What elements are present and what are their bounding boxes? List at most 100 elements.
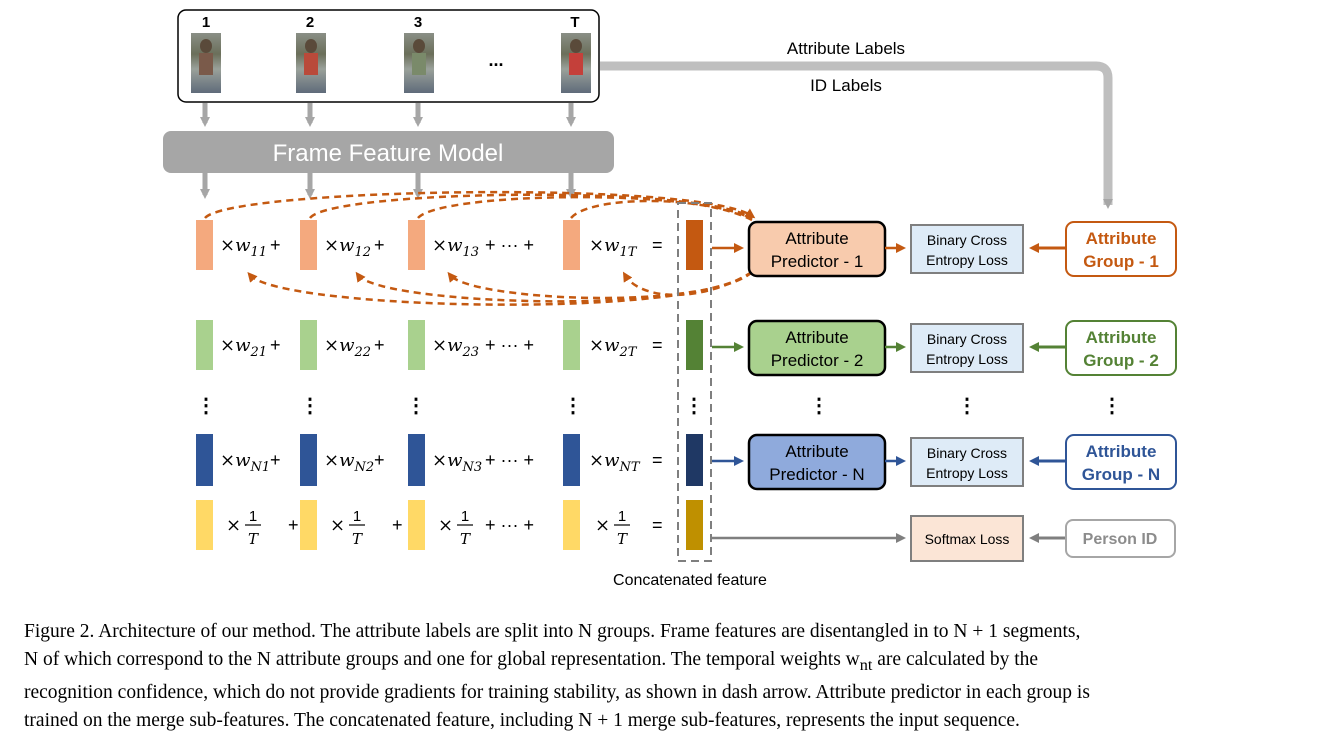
feature-segment-2-4 [563, 320, 580, 370]
op-equals: = [652, 450, 663, 470]
frame-label-1: 1 [202, 14, 210, 31]
weight-subscript: 2T [619, 345, 638, 360]
mean-numerator-4: 1 [618, 508, 626, 525]
attribute-predictor-line1-2: Attribute [785, 328, 848, 347]
caption-line-3: recognition confidence, which do not pro… [24, 681, 1090, 703]
frame-label-T: T [570, 14, 579, 31]
vdots-loss: ⋮ [957, 395, 977, 417]
weight-subscript: 11 [251, 245, 268, 260]
feature-row-4: ×1T×1T×1T×1T+++ ··· += [196, 500, 703, 550]
vdots-group: ⋮ [1102, 395, 1122, 417]
bce-loss-box-3 [910, 437, 1024, 487]
feature-segment-3-4 [563, 434, 580, 486]
frame-feature-model-box [163, 131, 614, 173]
softmax-loss-box [910, 515, 1024, 562]
feature-segment-2-2 [300, 320, 317, 370]
mean-denominator-1: T [248, 530, 259, 548]
frame-label-3: 3 [414, 14, 422, 31]
feature-segment-4-1 [196, 500, 213, 550]
weight-symbol: ×w [589, 235, 620, 256]
row-vdots: ⋮ ⋮ ⋮ ⋮ ⋮ ⋮ ⋮ ⋮ [196, 395, 1122, 417]
weight-subscript: NT [619, 460, 641, 475]
mean-times-3: × [438, 515, 453, 536]
concat-segment-3 [686, 434, 703, 486]
person-id-box [1065, 519, 1176, 558]
caption-line-2: N of which correspond to the N attribute… [24, 646, 1304, 679]
weight-term-3-3: ×wN3 [432, 450, 482, 475]
architecture-diagram: 1 2 3 ... T Attribute Labels ID Labels F… [163, 9, 1177, 589]
feature-segment-1-2 [300, 220, 317, 270]
weight-symbol: ×w [324, 450, 355, 471]
vdots-col-1: ⋮ [196, 395, 216, 417]
op-plus-1: + [270, 235, 281, 255]
weight-symbol: ×w [220, 235, 251, 256]
vdots-concat: ⋮ [684, 395, 704, 417]
mean-numerator-2: 1 [353, 508, 361, 525]
concatenated-feature-box [677, 202, 712, 562]
weight-term-3-2: ×wN2 [324, 450, 374, 475]
feature-segment-2-3 [408, 320, 425, 370]
weight-subscript: 13 [463, 245, 480, 260]
attribute-labels-text: Attribute Labels [787, 39, 905, 58]
feature-rows: ×w11×w12×w13×w1T+++ ··· +=×w21×w22×w23×w… [196, 220, 703, 550]
op-plus-2: + [392, 515, 403, 535]
op-plus-1: + [270, 450, 281, 470]
frame-2: 2 [296, 14, 326, 93]
labels-arrow [600, 61, 1113, 209]
attribute-group-box-3 [1065, 434, 1177, 490]
feature-segment-3-1 [196, 434, 213, 486]
weight-term-1-2: ×w12 [324, 235, 371, 260]
op-dots-plus: + ··· + [485, 515, 534, 535]
feature-segment-1-1 [196, 220, 213, 270]
op-equals: = [652, 235, 663, 255]
op-plus-1: + [288, 515, 299, 535]
person-backpack-3 [412, 53, 426, 75]
frame-to-model-arrows [200, 103, 576, 127]
mean-numerator-3: 1 [461, 508, 469, 525]
frame-label-2: 2 [306, 14, 314, 31]
op-dots-plus: + ··· + [485, 335, 534, 355]
bce-loss-line1-2: Binary Cross [927, 331, 1007, 347]
id-labels-text: ID Labels [810, 76, 882, 95]
person-id-label: Person ID [1083, 531, 1158, 548]
weight-subscript: N2 [354, 460, 375, 475]
caption-line-1: Figure 2. Architecture of our method. Th… [24, 621, 1081, 642]
concatenated-feature-label: Concatenated feature [613, 572, 767, 589]
concat-segment-4 [686, 500, 703, 550]
vdots-col-2: ⋮ [300, 395, 320, 417]
feature-segment-4-2 [300, 500, 317, 550]
weight-symbol: ×w [589, 335, 620, 356]
op-dots-plus: + ··· + [485, 235, 534, 255]
op-equals: = [652, 335, 663, 355]
frame-3: 3 [404, 14, 434, 93]
weight-term-2-3: ×w23 [432, 335, 479, 360]
op-plus-2: + [374, 335, 385, 355]
weight-subscript: 22 [354, 345, 372, 360]
person-figure-3 [413, 39, 425, 53]
attribute-predictor-line2-3: Predictor - N [769, 465, 864, 484]
op-plus-2: + [374, 450, 385, 470]
weight-subscript: 21 [250, 345, 268, 360]
attribute-group-line1-1: Attribute [1086, 229, 1157, 248]
op-plus-1: + [270, 335, 281, 355]
attribute-group-line2-1: Group - 1 [1083, 252, 1159, 271]
op-equals: = [652, 515, 663, 535]
weight-subscript: N1 [250, 460, 271, 475]
weight-term-1-1: ×w11 [220, 235, 267, 260]
concat-segment-1 [686, 220, 703, 270]
person-figure-2 [305, 39, 317, 53]
weight-term-1-4: ×w1T [589, 235, 638, 260]
weight-term-3-1: ×wN1 [220, 450, 270, 475]
weight-term-2-2: ×w22 [324, 335, 371, 360]
weight-symbol: ×w [324, 335, 355, 356]
bce-loss-line2-1: Entropy Loss [926, 252, 1008, 268]
vdots-col-3: ⋮ [406, 395, 426, 417]
weight-symbol: ×w [324, 235, 355, 256]
frame-feature-model-label: Frame Feature Model [273, 140, 504, 167]
frame-T: T [561, 14, 591, 93]
feature-segment-2-1 [196, 320, 213, 370]
bce-loss-line1-1: Binary Cross [927, 232, 1007, 248]
